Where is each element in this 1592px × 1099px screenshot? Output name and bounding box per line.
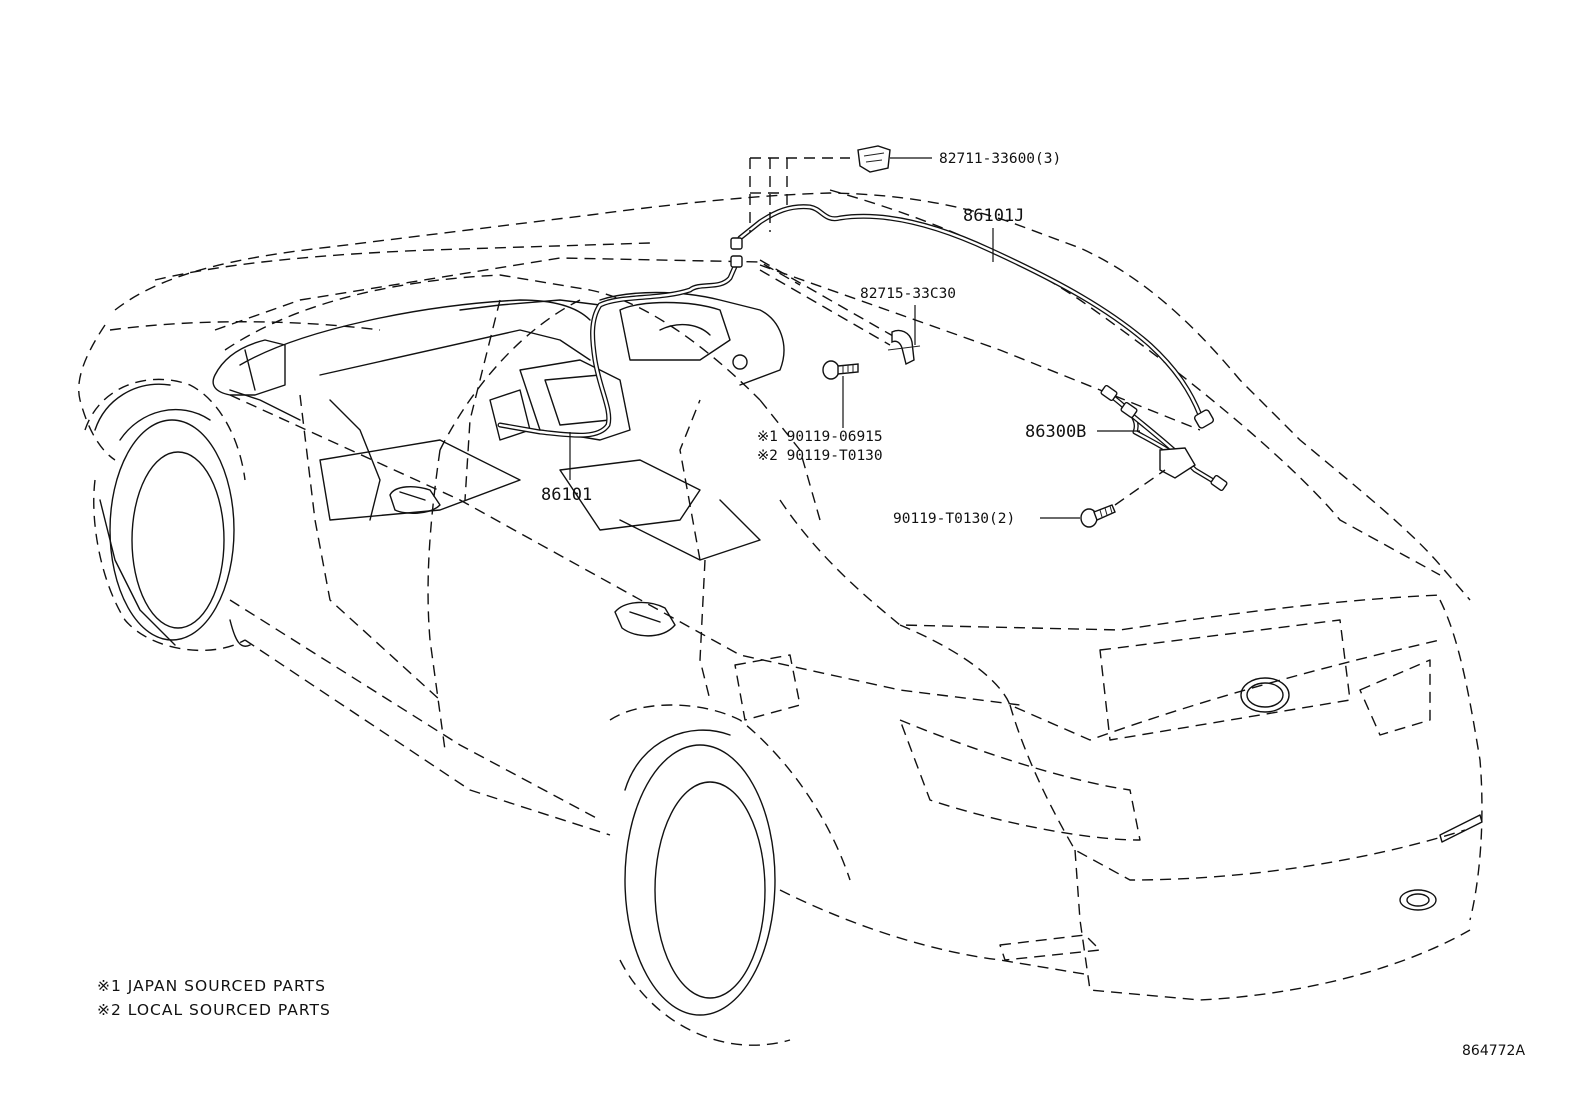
note-japan-sourced: ※1 JAPAN SOURCED PARTS <box>97 977 326 995</box>
note-local-sourced: ※2 LOCAL SOURCED PARTS <box>97 1001 331 1019</box>
antenna-cord-86101J <box>737 204 1215 429</box>
label-90119-T0130-2: 90119-T0130(2) <box>893 511 1015 527</box>
label-90119-06915: ※1 90119-06915 <box>757 429 883 445</box>
label-90119-T0130: ※2 90119-T0130 <box>757 448 883 464</box>
label-86101J: 86101J <box>963 206 1024 226</box>
clamp-82711 <box>857 145 891 173</box>
label-82715: 82715-33C30 <box>860 286 956 302</box>
bolt-90119-front <box>822 360 859 380</box>
leader-lines <box>569 157 1166 519</box>
car-interior-lines <box>94 291 1483 1016</box>
label-86101: 86101 <box>541 485 592 505</box>
car-body-outline <box>78 189 1483 1046</box>
antenna-amplifier-86300B <box>1100 384 1228 492</box>
diagram-code: 864772A <box>1462 1043 1525 1059</box>
label-82711: 82711-33600(3) <box>939 151 1061 167</box>
antenna-cord-86101 <box>497 237 743 438</box>
label-86300B: 86300B <box>1025 422 1086 442</box>
bolt-90119-rear <box>1080 504 1116 528</box>
clip-82715 <box>887 329 921 366</box>
